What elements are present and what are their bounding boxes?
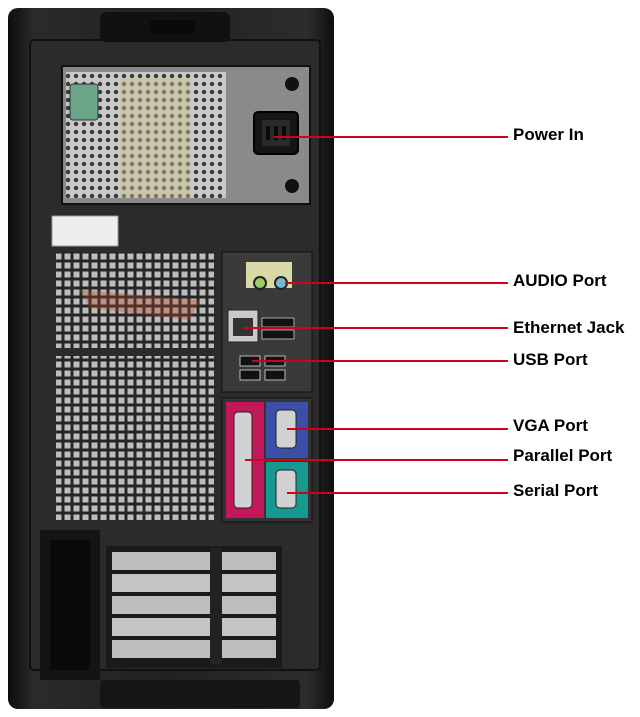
label-power-in: Power In xyxy=(513,125,584,144)
label-parallel-port: Parallel Port xyxy=(513,446,613,465)
service-tag-sticker xyxy=(51,215,119,247)
ventilation-grill xyxy=(56,252,214,520)
label-usb-port: USB Port xyxy=(513,350,588,369)
label-vga-port: VGA Port xyxy=(513,416,588,435)
expansion-slots xyxy=(40,530,282,680)
label-audio-port: AUDIO Port xyxy=(513,271,607,290)
power-supply xyxy=(61,65,311,205)
io-panel xyxy=(221,251,313,393)
power-inlet xyxy=(253,111,299,155)
audio-out-jack xyxy=(253,276,267,290)
leader-lines xyxy=(244,136,508,494)
label-ethernet-jack: Ethernet Jack xyxy=(513,318,625,337)
label-serial-port: Serial Port xyxy=(513,481,599,500)
ethernet-jack xyxy=(233,318,253,336)
